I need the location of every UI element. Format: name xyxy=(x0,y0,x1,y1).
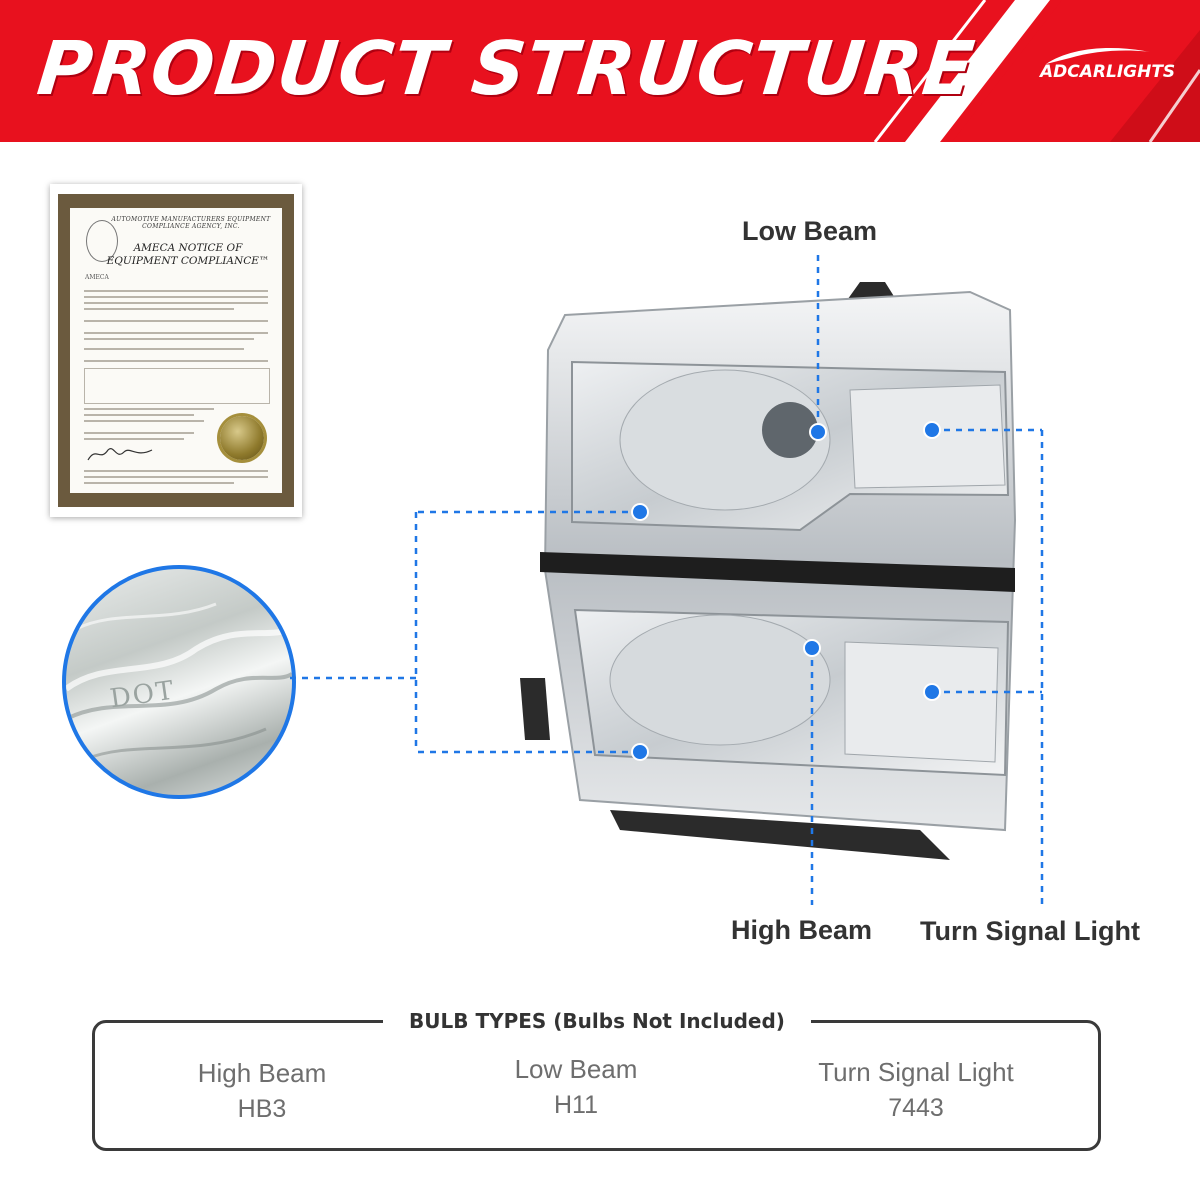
gold-seal-icon xyxy=(220,416,264,460)
certificate-text-line xyxy=(84,338,254,340)
certificate-logo-label: AMECA xyxy=(85,274,109,281)
bulb-types-title: BULB TYPES (Bulbs Not Included) xyxy=(409,1009,785,1033)
callout-high-beam: High Beam xyxy=(731,915,873,945)
lens-detail-zoom xyxy=(62,565,296,799)
certificate-text-line xyxy=(84,476,268,478)
headlight-image xyxy=(520,282,1017,860)
certificate-frame: AUTOMOTIVE MANUFACTURERS EQUIPMENT COMPL… xyxy=(58,194,294,507)
brand-logo-icon xyxy=(1046,48,1150,64)
certificate-organization: AUTOMOTIVE MANUFACTURERS EQUIPMENT COMPL… xyxy=(111,216,271,230)
bulb-type-name: Turn Signal Light xyxy=(818,1057,1014,1087)
certificate-text-line xyxy=(84,482,234,484)
bulb-type-name: High Beam xyxy=(197,1058,327,1088)
certificate-text-line xyxy=(84,308,234,310)
certificate-text-line xyxy=(84,438,184,440)
callout-turn-signal: Turn Signal Light xyxy=(920,916,1140,946)
callout-low-beam: Low Beam xyxy=(742,216,878,246)
compliance-certificate: AUTOMOTIVE MANUFACTURERS EQUIPMENT COMPL… xyxy=(50,184,302,517)
bulb-type-value: 7443 xyxy=(888,1094,944,1122)
certificate-text-line xyxy=(84,290,268,292)
bulb-types-title-bg xyxy=(383,1002,811,1038)
certificate-paper: AUTOMOTIVE MANUFACTURERS EQUIPMENT COMPL… xyxy=(70,208,282,493)
page-title: PRODUCT STRUCTURE xyxy=(33,26,979,112)
certificate-text-line xyxy=(84,420,204,422)
signature-icon xyxy=(87,448,153,461)
certificate-text-line xyxy=(84,332,268,334)
certificate-text-line xyxy=(84,302,268,304)
certificate-heading: AMECA NOTICE OF EQUIPMENT COMPLIANCE™ xyxy=(70,242,282,268)
lens-texture-icon xyxy=(66,602,292,761)
bulb-type-name: Low Beam xyxy=(514,1054,638,1084)
bulb-type-value: H11 xyxy=(553,1091,598,1119)
certificate-text-line xyxy=(84,408,214,410)
certificate-text-line xyxy=(84,470,268,472)
certificate-text-line xyxy=(84,432,194,434)
bulb-type-value: HB3 xyxy=(237,1095,287,1123)
certificate-text-line xyxy=(84,296,268,298)
header-banner xyxy=(0,0,1200,142)
certificate-text-line xyxy=(84,414,194,416)
certificate-text-line xyxy=(84,348,244,350)
brand-logo: ADCARLIGHTS xyxy=(1040,62,1176,82)
certificate-text-line xyxy=(84,320,268,322)
certificate-table xyxy=(84,368,270,404)
certificate-heading-line2: EQUIPMENT COMPLIANCE™ xyxy=(106,255,270,267)
ameca-logo-icon xyxy=(86,220,118,262)
certificate-heading-line1: AMECA NOTICE OF xyxy=(133,242,243,254)
certificate-text-line xyxy=(84,360,268,362)
